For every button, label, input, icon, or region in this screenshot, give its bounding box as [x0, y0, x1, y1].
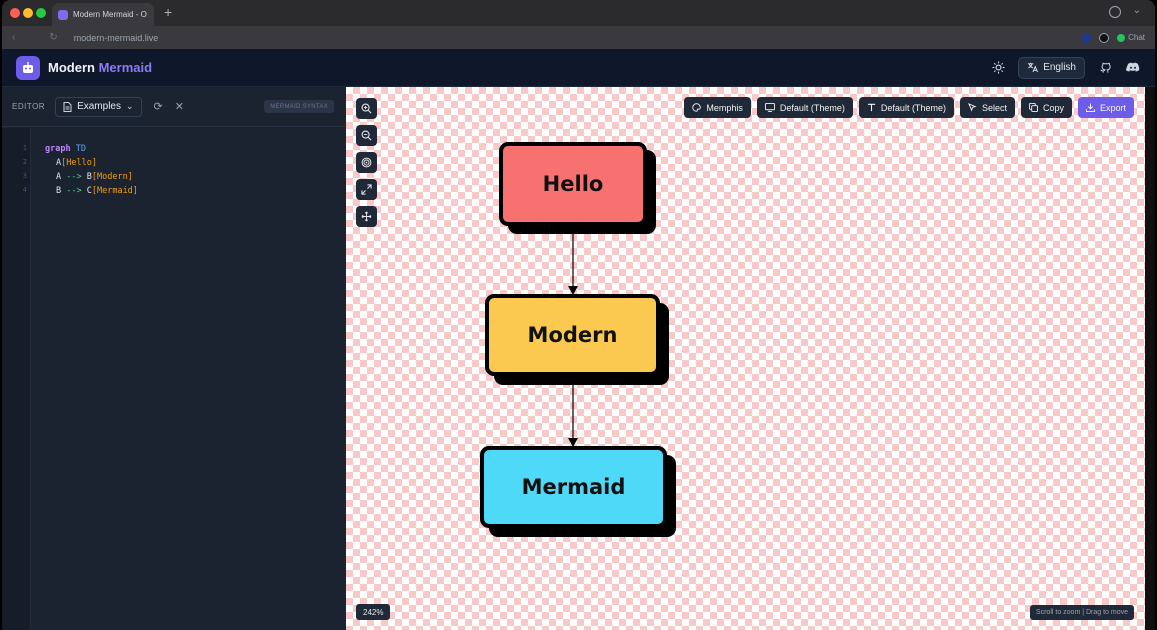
chevron-down-icon[interactable]: ⌄ [1132, 5, 1141, 16]
line-number: 3 [22, 172, 27, 180]
robot-icon [23, 61, 33, 73]
select-label: Select [981, 102, 1007, 113]
flowchart-edges [568, 228, 578, 447]
arrowhead [568, 286, 578, 295]
url-field[interactable]: modern-mermaid.live [73, 32, 159, 43]
cursor-icon [967, 103, 977, 112]
line-number: 1 [22, 144, 27, 152]
move-icon [361, 211, 372, 222]
style-label: Memphis [706, 102, 743, 113]
pan-button[interactable] [356, 206, 377, 227]
editor-panel: EDITOR Examples ⌄ ⟳ ✕ MERMAID SYNTAX 1 2… [2, 87, 346, 630]
canvas-hint: Scroll to zoom | Drag to move [1029, 605, 1134, 620]
window-edge [1145, 87, 1155, 630]
new-tab-button[interactable]: + [164, 4, 173, 20]
brand-name: Modern Mermaid [48, 60, 152, 75]
document-icon [63, 101, 72, 112]
code-line-1: graph TD [45, 144, 86, 154]
chat-label: Chat [1128, 33, 1145, 42]
download-icon[interactable] [1109, 6, 1121, 18]
clear-close-icon[interactable]: ✕ [174, 101, 184, 113]
brand-accent: Mermaid [98, 60, 153, 75]
code-line-3: A --> B[Modern] [56, 172, 133, 182]
reset-zoom-button[interactable] [356, 152, 377, 173]
code-line-2: A[Hello] [56, 158, 97, 168]
editor-toolbar: EDITOR Examples ⌄ ⟳ ✕ MERMAID SYNTAX [2, 87, 346, 127]
app-logo[interactable] [16, 55, 40, 80]
fit-view-button[interactable] [356, 179, 377, 200]
download-icon [1085, 103, 1095, 112]
node-hello[interactable]: Hello [499, 142, 647, 226]
line-number: 2 [22, 158, 27, 166]
syntax-badge: MERMAID SYNTAX [264, 100, 334, 113]
close-window-button[interactable] [10, 8, 20, 18]
copy-icon [1028, 103, 1038, 112]
browser-tab[interactable]: Modern Mermaid - O [52, 3, 154, 26]
expand-icon [361, 184, 372, 195]
favicon-icon [58, 9, 68, 20]
extension-icon[interactable] [1081, 32, 1092, 43]
discord-icon[interactable] [1125, 60, 1141, 76]
tab-title: Modern Mermaid - O [73, 10, 147, 19]
zoom-in-icon [361, 103, 372, 114]
chevron-down-icon: ⌄ [125, 101, 134, 111]
theme-select-button[interactable]: Default (Theme) [756, 97, 853, 118]
translate-icon [1028, 62, 1039, 73]
theme-label: Default (Theme) [779, 102, 845, 113]
zoom-out-icon [361, 130, 372, 141]
canvas-toolbar: Memphis Default (Theme) Default (Theme) … [684, 97, 1134, 118]
arrowhead [568, 438, 578, 447]
style-memphis-button[interactable]: Memphis [684, 97, 751, 118]
language-label: English [1043, 62, 1076, 73]
export-button[interactable]: Export [1077, 97, 1134, 118]
monitor-icon [764, 103, 775, 112]
reload-icon[interactable]: ↻ [49, 32, 58, 43]
text-icon [867, 103, 876, 112]
zoom-out-button[interactable] [356, 125, 377, 146]
profile-icon[interactable] [1099, 32, 1110, 43]
palette-icon [692, 103, 702, 112]
language-button[interactable]: English [1018, 56, 1085, 79]
minimize-window-button[interactable] [23, 8, 33, 18]
browser-tab-bar: Modern Mermaid - O + ⌄ [2, 0, 1155, 26]
select-button[interactable]: Select [959, 97, 1015, 118]
font-label: Default (Theme) [880, 102, 946, 113]
zoom-toolbar [356, 98, 377, 227]
refresh-icon[interactable]: ⟳ [153, 101, 163, 113]
github-icon[interactable] [1097, 60, 1113, 76]
code-editor[interactable]: 1 2 3 4 graph TD A[Hello] A --> B[Modern… [2, 128, 346, 630]
line-number: 4 [22, 186, 27, 194]
target-icon [361, 157, 372, 168]
examples-dropdown[interactable]: Examples ⌄ [55, 96, 142, 117]
brand-primary: Modern [48, 60, 95, 75]
node-modern[interactable]: Modern [485, 294, 660, 376]
maximize-window-button[interactable] [36, 8, 46, 18]
copy-label: Copy [1042, 102, 1064, 113]
chat-button[interactable]: Chat [1117, 33, 1145, 42]
app-header: Modern Mermaid English [2, 49, 1155, 87]
chat-icon [1117, 33, 1126, 42]
examples-label: Examples [77, 101, 121, 112]
address-bar: ‹ ↻ modern-mermaid.live Chat [2, 26, 1155, 49]
editor-label: EDITOR [12, 102, 46, 111]
export-label: Export [1099, 102, 1126, 113]
theme-toggle-sun-icon[interactable] [990, 60, 1006, 76]
back-icon[interactable]: ‹ [12, 32, 16, 43]
line-number-gutter: 1 2 3 4 [2, 128, 31, 630]
zoom-level-indicator: 242% [356, 604, 391, 620]
diagram-canvas[interactable]: Memphis Default (Theme) Default (Theme) … [346, 87, 1145, 630]
font-select-button[interactable]: Default (Theme) [858, 97, 954, 118]
copy-button[interactable]: Copy [1020, 97, 1072, 118]
code-line-4: B --> C[Mermaid] [56, 186, 138, 196]
node-mermaid[interactable]: Mermaid [480, 446, 667, 528]
zoom-in-button[interactable] [356, 98, 377, 119]
